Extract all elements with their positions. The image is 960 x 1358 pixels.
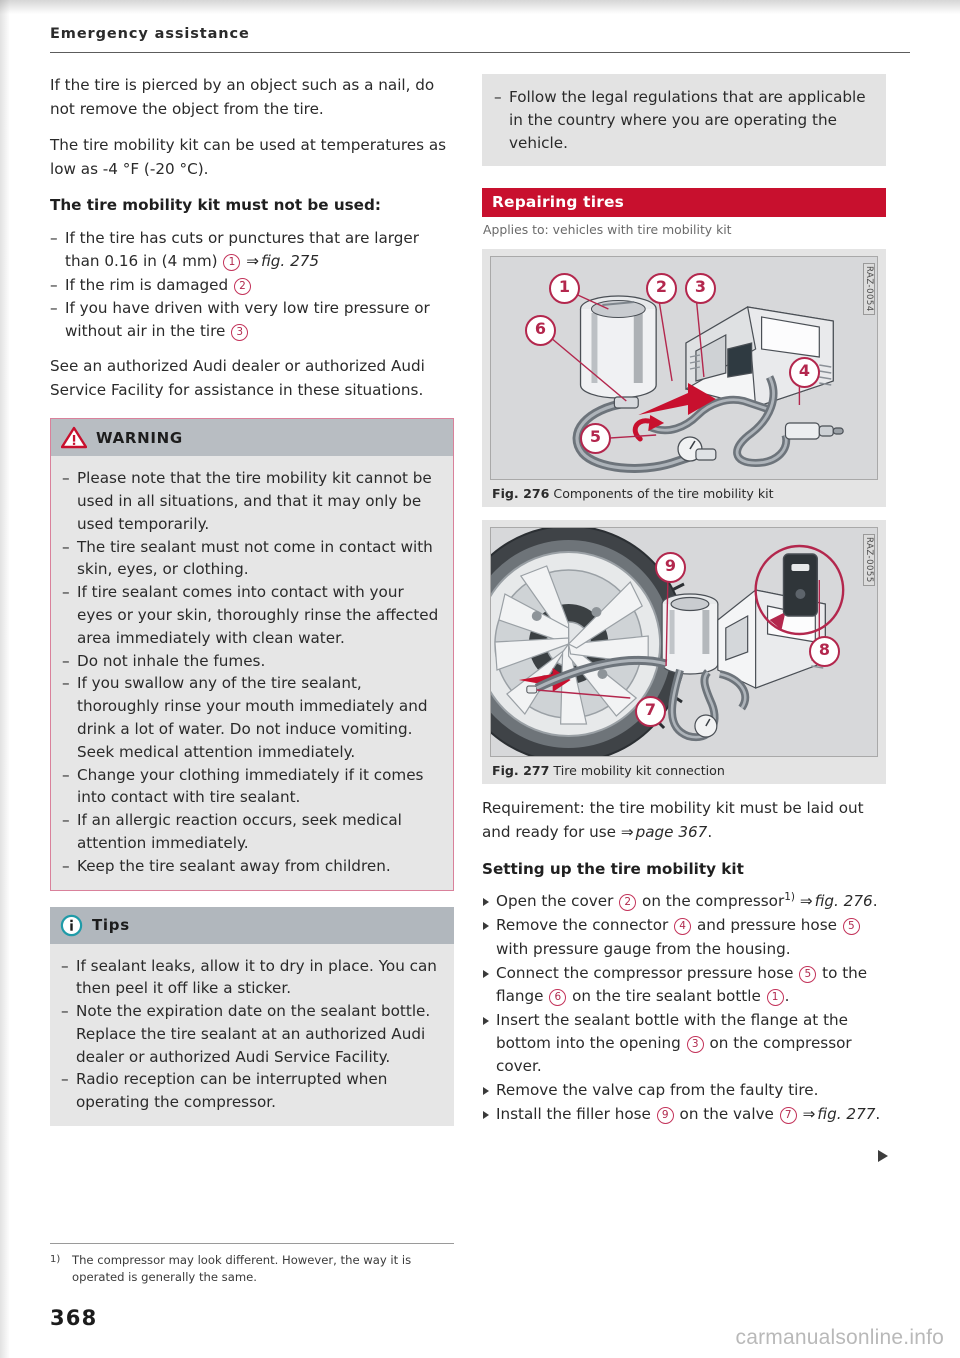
figure-276-caption-text: Components of the tire mobility kit	[553, 486, 774, 502]
warning-items: Please note that the tire mobility kit c…	[62, 467, 441, 877]
figure-277-callout-7: 7	[635, 696, 666, 728]
requirement-paragraph: Requirement: the tire mobility kit must …	[482, 797, 886, 844]
tips-panel-body: If sealant leaks, allow it to dry in pla…	[50, 943, 454, 1127]
list-item: If you have driven with very low tire pr…	[50, 297, 454, 343]
warning-panel-body: Please note that the tire mobility kit c…	[51, 456, 453, 890]
page-number: 368	[50, 1306, 98, 1330]
figure-276-number: Fig. 276	[492, 486, 550, 502]
page-top-shadow	[0, 0, 960, 14]
callout-reference-5: 5	[799, 965, 817, 983]
step-item: Insert the sealant bottle with the flang…	[482, 1009, 886, 1078]
warning-item: The tire sealant must not come in contac…	[62, 536, 441, 582]
cross-reference[interactable]: page 367	[621, 823, 707, 841]
closing-paragraph: See an authorized Audi dealer or authori…	[50, 357, 425, 399]
tips-panel-header: Tips	[50, 906, 454, 944]
section-header-bar: Repairing tires	[482, 188, 886, 218]
cross-reference[interactable]: fig. 275	[246, 252, 319, 270]
warning-item: Please note that the tire mobility kit c…	[62, 467, 441, 535]
step-item: Connect the compressor pressure hose 5 t…	[482, 962, 886, 1008]
figure-276-callout-2: 2	[646, 273, 677, 305]
figure-276-callout-6: 6	[525, 315, 556, 347]
footnote: 1) The compressor may look different. Ho…	[50, 1252, 454, 1287]
cross-reference[interactable]: fig. 277	[803, 1105, 876, 1123]
callout-reference-2: 2	[233, 277, 251, 295]
tips-item: If sealant leaks, allow it to dry in pla…	[61, 955, 442, 1001]
footnote-rule	[50, 1243, 454, 1244]
warning-panel-header: WARNING	[51, 419, 453, 457]
warning-item: If an allergic reaction occurs, seek med…	[62, 809, 441, 855]
list-item: If the rim is damaged 2	[50, 274, 454, 297]
callout-reference-6: 6	[549, 988, 567, 1006]
figure-276: 1 2 3 4 5 6 RAZ-0054 Fig. 276 Components…	[482, 249, 886, 508]
page-left-shadow	[0, 0, 10, 1358]
figure-277-image: 9 8 7 RAZ-0055	[490, 527, 878, 758]
figure-276-callout-1: 1	[549, 273, 580, 305]
warning-panel: WARNING Please note that the tire mobili…	[50, 418, 454, 891]
callout-reference-7: 7	[779, 1107, 797, 1125]
step-item: Open the cover 2 on the compressor1) fig…	[482, 890, 886, 913]
tips-item: Radio reception can be interrupted when …	[61, 1068, 442, 1114]
legal-note-item: Follow the legal regulations that are ap…	[494, 86, 872, 154]
running-head: Emergency assistance	[50, 26, 250, 42]
section-title: Repairing tires	[492, 193, 624, 212]
callout-reference-4: 4	[674, 918, 692, 936]
callout-reference-3: 3	[231, 324, 249, 342]
callout-reference-2: 2	[619, 894, 637, 912]
warning-item: If tire sealant comes into contact with …	[62, 581, 441, 649]
info-circle-icon	[60, 914, 83, 937]
figure-276-image: 1 2 3 4 5 6 RAZ-0054	[490, 256, 878, 481]
warning-item: Keep the tire sealant away from children…	[62, 855, 441, 878]
figure-277-callout-8: 8	[809, 636, 840, 668]
callout-reference-1: 1	[766, 988, 784, 1006]
figure-276-caption: Fig. 276 Components of the tire mobility…	[490, 486, 878, 501]
footnote-text: The compressor may look different. Howev…	[72, 1253, 412, 1285]
figure-277-side-code: RAZ-0055	[862, 534, 875, 587]
right-column: Follow the legal regulations that are ap…	[482, 74, 886, 1136]
site-watermark: carmanualsonline.info	[735, 1326, 944, 1349]
figure-276-callout-5: 5	[580, 423, 611, 455]
left-subheading: The tire mobility kit must not be used:	[50, 196, 381, 215]
warning-item: Change your clothing immediately if it c…	[62, 764, 441, 810]
figure-277-callout-9: 9	[655, 552, 686, 584]
tips-panel-title: Tips	[92, 916, 130, 934]
tire-mobility-kit-connection-illustration	[491, 528, 877, 757]
footnote-marker: 1)	[50, 1254, 61, 1265]
callout-reference-1: 1	[223, 253, 241, 271]
running-head-rule	[50, 52, 910, 53]
left-column: If the tire is pierced by an object such…	[50, 74, 454, 1142]
figure-276-side-code: RAZ-0054	[862, 263, 875, 316]
figure-276-callout-3: 3	[685, 273, 716, 305]
step-item: Remove the connector 4 and pressure hose…	[482, 914, 886, 960]
tips-items: If sealant leaks, allow it to dry in pla…	[61, 955, 442, 1115]
footnote-reference: 1)	[784, 891, 796, 904]
list-item: If the tire has cuts or punctures that a…	[50, 227, 454, 273]
figure-276-callout-4: 4	[789, 357, 820, 389]
figure-277: 9 8 7 RAZ-0055 Fig. 277 Tire mobility ki…	[482, 520, 886, 785]
continuation-arrow-icon	[878, 1150, 888, 1162]
figure-277-caption-text: Tire mobility kit connection	[553, 763, 725, 779]
intro-paragraph-2: The tire mobility kit can be used at tem…	[50, 136, 447, 178]
tips-panel: Tips If sealant leaks, allow it to dry i…	[50, 906, 454, 1127]
section-applies-to: Applies to: vehicles with tire mobility …	[483, 222, 732, 238]
warning-panel-title: WARNING	[96, 428, 183, 447]
legal-note-box: Follow the legal regulations that are ap…	[482, 74, 886, 167]
warning-triangle-icon	[61, 426, 87, 449]
step-item: Install the filler hose 9 on the valve 7…	[482, 1103, 886, 1126]
figure-277-number: Fig. 277	[492, 763, 550, 779]
intro-paragraph-1: If the tire is pierced by an object such…	[50, 76, 435, 118]
figure-277-caption: Fig. 277 Tire mobility kit connection	[490, 763, 878, 778]
tips-item: Note the expiration date on the sealant …	[61, 1000, 442, 1068]
setting-up-steps: Open the cover 2 on the compressor1) fig…	[482, 890, 886, 1126]
cross-reference[interactable]: fig. 276	[800, 892, 873, 910]
warning-item: Do not inhale the fumes.	[62, 650, 441, 673]
callout-reference-5: 5	[842, 918, 860, 936]
callout-reference-3: 3	[686, 1035, 704, 1053]
callout-reference-9: 9	[656, 1107, 674, 1125]
legal-note-items: Follow the legal regulations that are ap…	[494, 86, 872, 154]
warning-item: If you swallow any of the tire sealant, …	[62, 672, 441, 763]
step-item: Remove the valve cap from the faulty tir…	[482, 1079, 886, 1102]
setting-up-subheading: Setting up the tire mobility kit	[482, 859, 744, 878]
must-not-use-list: If the tire has cuts or punctures that a…	[50, 227, 454, 343]
